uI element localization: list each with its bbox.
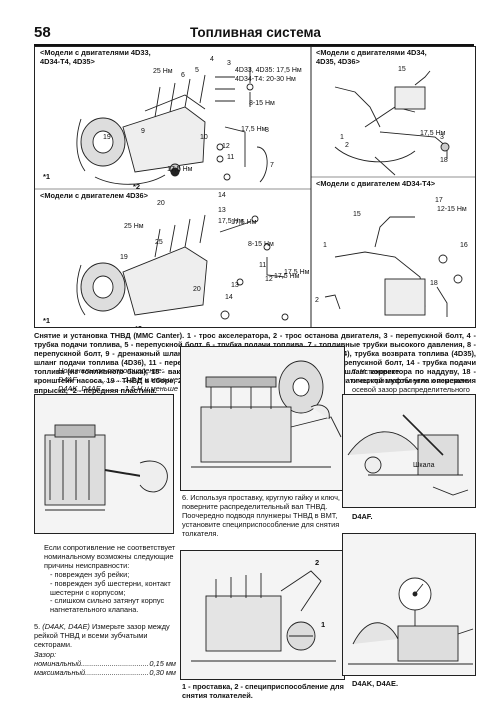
left-text-intro: Если сопротивление не соответствует номи… [44, 543, 176, 615]
svg-text:19: 19 [103, 134, 111, 141]
pump-diagram-d [324, 216, 463, 317]
torque-label-17-b: 17,5 Нм [167, 166, 193, 173]
page-title: Топливная система [190, 25, 321, 40]
torque-label-4d33: 4D33, 4D35: 17,5 Нм [235, 67, 302, 74]
spec-row: D4AF ...................................… [58, 375, 178, 384]
svg-text:18: 18 [430, 280, 438, 287]
panel-c-caption: <Модели с двигателем 4D36> [40, 191, 148, 200]
pump-diagram-b [334, 70, 450, 176]
scale-label: Шкала [413, 462, 435, 469]
svg-text:3: 3 [227, 60, 231, 67]
gap-spec: Зазор: номинальный .....................… [34, 650, 176, 677]
part-label: 9 [141, 128, 145, 135]
panel-d-caption: <Модели с двигателем 4D34-T4> [316, 179, 436, 188]
svg-text:12: 12 [222, 143, 230, 150]
torque-label-25-a: 25 Нм [153, 68, 173, 75]
torque-label-17-g: 17,5 Нм [420, 130, 446, 137]
svg-text:18: 18 [440, 157, 448, 164]
header-rule [34, 44, 474, 46]
torque-label-8-15-c: 8-15 Нм [248, 241, 274, 248]
torque-label-12-15: 12-15 Нм [437, 206, 467, 213]
svg-text:20: 20 [157, 200, 165, 207]
photo-pump-rotate [180, 346, 345, 491]
torque-label-17-d: 17,5 Нм [231, 219, 257, 226]
torque-label-8-15-a: 8-15 Нм [249, 100, 275, 107]
svg-text:14: 14 [218, 192, 226, 199]
torque-label-4d34: 4D34-T4: 20-30 Нм [235, 76, 296, 83]
svg-text:15: 15 [353, 211, 361, 218]
svg-text:17: 17 [435, 197, 443, 204]
page-number: 58 [34, 24, 51, 41]
photo-axial-gap-d4ak [342, 533, 476, 676]
svg-text:10: 10 [200, 134, 208, 141]
svg-text:4: 4 [210, 56, 214, 63]
svg-text:11: 11 [227, 154, 234, 161]
svg-text:11: 11 [259, 262, 266, 269]
torque-label-17-f: 17,5 Нм [284, 269, 310, 276]
svg-text:3: 3 [440, 134, 444, 141]
torque-label-25-c: 25 Нм [124, 223, 144, 230]
svg-text:1: 1 [323, 242, 327, 249]
spec-row: D4AK, D4AE .............................… [58, 384, 178, 393]
svg-text:5: 5 [195, 67, 199, 74]
svg-text:16: 16 [460, 242, 468, 249]
torque-label-17-c: 17,5 Нм [218, 218, 244, 225]
step7-caption-d4af: D4AF. [352, 512, 373, 521]
step6-text: 6. Используя проставку, круглую гайку и … [182, 493, 340, 538]
step6-caption: 1 - проставка, 2 - специприспособление д… [182, 682, 344, 700]
svg-text:1: 1 [321, 620, 325, 629]
svg-text:13: 13 [218, 207, 226, 214]
spec-title: Номинальное сопротивление: [58, 366, 164, 375]
svg-text:6: 6 [181, 72, 185, 79]
svg-text:12: 12 [265, 276, 273, 283]
panel-a-caption: <Модели с двигателями 4D33, 4D34-T4, 4D3… [40, 48, 151, 66]
svg-text:19: 19 [120, 254, 128, 261]
panel-b-caption: <Модели с двигателями 4D34, 4D35, 4D36> [316, 48, 427, 66]
svg-text:13: 13 [231, 282, 239, 289]
pump-diagram-a [76, 67, 268, 185]
svg-text:25: 25 [155, 239, 163, 246]
svg-text:7: 7 [270, 162, 274, 169]
svg-text:2: 2 [315, 297, 319, 304]
photo-axial-gap-d4af: Шкала [342, 394, 476, 508]
torque-label-17-a: 17,5 Нм [241, 126, 267, 133]
svg-text:2: 2 [315, 558, 319, 567]
photo-tappet-tool: 2 1 [180, 550, 345, 680]
svg-text:14: 14 [225, 294, 233, 301]
resistance-spec: Номинальное сопротивление: D4AF ........… [58, 366, 178, 393]
step7-caption-d4ak: D4AK, D4AE. [352, 679, 398, 688]
mark-2-c: *2 [135, 324, 142, 328]
pump-diagram-c [76, 214, 289, 321]
torque-label-17-e: 17,5 Нм [274, 273, 300, 280]
mark-2-a: *2 [133, 182, 140, 191]
figure-top: 9 19 10 12 11 14 13 7 8 5 6 3 4 20 2 1 1… [34, 46, 476, 328]
svg-text:8: 8 [265, 127, 269, 134]
mark-1-c: *1 [43, 316, 50, 325]
step5-text: 5. (D4AK, D4AE) Измерьте зазор между рей… [34, 622, 170, 649]
figure-top-drawing: 9 19 10 12 11 14 13 7 8 5 6 3 4 20 2 1 1… [35, 47, 475, 328]
photo-resistance-check [34, 394, 174, 534]
svg-text:15: 15 [398, 66, 406, 73]
mark-1-a: *1 [43, 172, 50, 181]
svg-text:2: 2 [345, 142, 349, 149]
svg-text:1: 1 [340, 134, 344, 141]
svg-text:20: 20 [193, 286, 201, 293]
page-header: 58 Топливная система [34, 24, 474, 46]
